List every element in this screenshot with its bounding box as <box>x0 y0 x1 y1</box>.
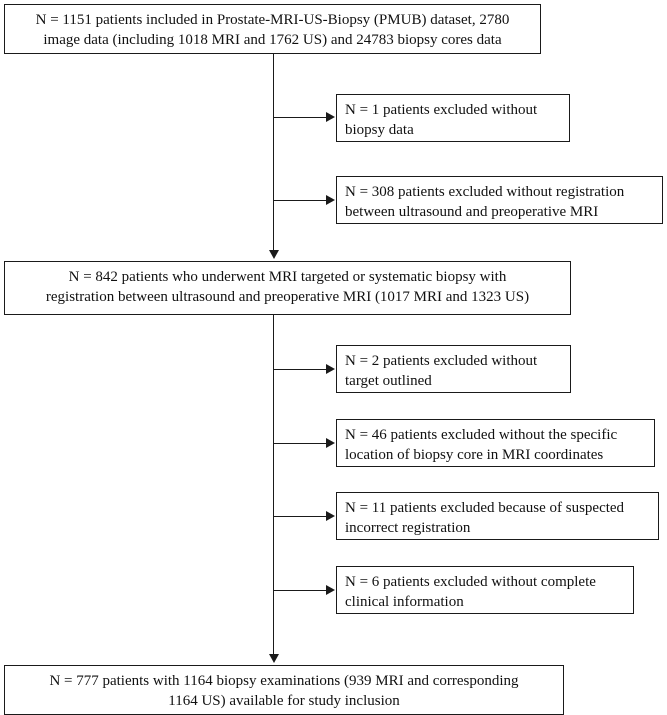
arrow-to-exclusion-4 <box>326 438 335 448</box>
bottom-box-line-1: N = 777 patients with 1164 biopsy examin… <box>49 673 519 689</box>
bottom-box: N = 777 patients with 1164 biopsy examin… <box>4 665 564 715</box>
middle-box-line-1: N = 842 patients who underwent MRI targe… <box>68 269 507 285</box>
exclusion-2-line-1: N = 308 patients excluded without regist… <box>345 184 625 200</box>
exclusion-box-1: N = 1 patients excluded without biopsy d… <box>336 94 570 142</box>
top-box-line-1: N = 1151 patients included in Prostate-M… <box>35 12 510 28</box>
arrow-to-middle-box <box>269 250 279 259</box>
exclusion-1-line-2: biopsy data <box>345 122 414 138</box>
connector-branch-4 <box>273 443 327 444</box>
exclusion-6-line-2: clinical information <box>345 594 464 610</box>
exclusion-6-line-1: N = 6 patients excluded without complete <box>345 574 596 590</box>
middle-box: N = 842 patients who underwent MRI targe… <box>4 261 571 315</box>
exclusion-box-6: N = 6 patients excluded without complete… <box>336 566 634 614</box>
arrow-to-exclusion-6 <box>326 585 335 595</box>
exclusion-2-line-2: between ultrasound and preoperative MRI <box>345 204 599 220</box>
exclusion-box-2: N = 308 patients excluded without regist… <box>336 176 663 224</box>
top-box: N = 1151 patients included in Prostate-M… <box>4 4 541 54</box>
arrow-to-exclusion-3 <box>326 364 335 374</box>
middle-box-line-2: registration between ultrasound and preo… <box>45 289 530 305</box>
exclusion-1-line-1: N = 1 patients excluded without <box>345 102 538 118</box>
exclusion-box-5: N = 11 patients excluded because of susp… <box>336 492 659 540</box>
top-box-line-2: image data (including 1018 MRI and 1762 … <box>43 32 502 48</box>
arrow-to-bottom-box <box>269 654 279 663</box>
exclusion-3-line-2: target outlined <box>345 373 432 389</box>
bottom-box-line-2: 1164 US) available for study inclusion <box>168 693 400 709</box>
exclusion-box-3: N = 2 patients excluded without target o… <box>336 345 571 393</box>
connector-trunk-upper <box>273 53 274 252</box>
arrow-to-exclusion-2 <box>326 195 335 205</box>
arrow-to-exclusion-5 <box>326 511 335 521</box>
connector-branch-6 <box>273 590 327 591</box>
connector-branch-5 <box>273 516 327 517</box>
exclusion-3-line-1: N = 2 patients excluded without <box>345 353 538 369</box>
connector-branch-1 <box>273 117 327 118</box>
exclusion-5-line-1: N = 11 patients excluded because of susp… <box>345 500 625 516</box>
exclusion-4-line-1: N = 46 patients excluded without the spe… <box>345 427 618 443</box>
connector-trunk-lower <box>273 315 274 656</box>
exclusion-box-4: N = 46 patients excluded without the spe… <box>336 419 655 467</box>
exclusion-4-line-2: location of biopsy core in MRI coordinat… <box>345 447 604 463</box>
exclusion-5-line-2: incorrect registration <box>345 520 471 536</box>
connector-branch-2 <box>273 200 327 201</box>
connector-branch-3 <box>273 369 327 370</box>
arrow-to-exclusion-1 <box>326 112 335 122</box>
